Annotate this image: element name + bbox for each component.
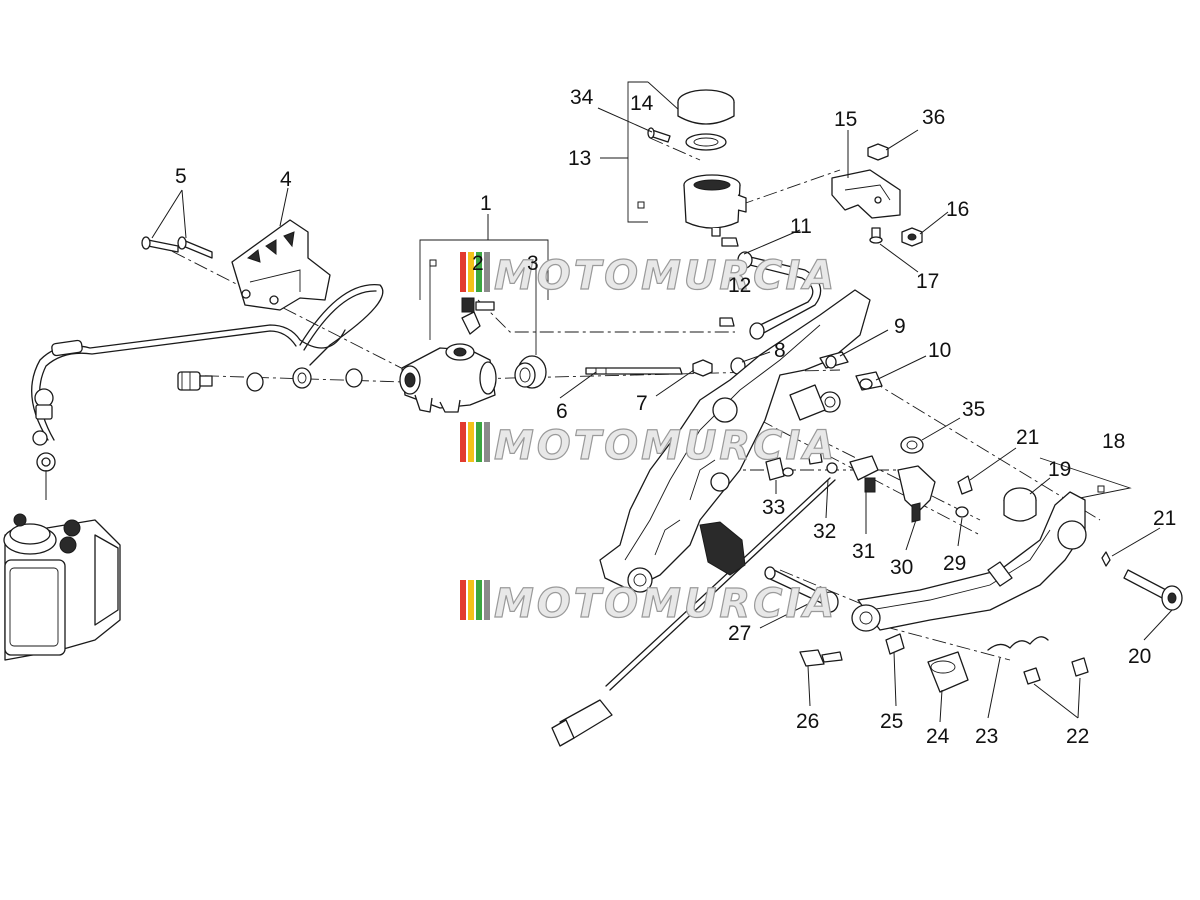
callout-35: 35 <box>962 398 985 421</box>
callout-26: 26 <box>796 710 819 733</box>
callout-20: 20 <box>1128 645 1151 668</box>
reservoir-assembly <box>647 89 747 237</box>
callout-24: 24 <box>926 725 950 748</box>
callout-18: 18 <box>1102 430 1125 453</box>
watermark-stripe-red <box>460 252 466 292</box>
watermark-stripe-red <box>460 422 466 462</box>
callout-7: 7 <box>636 392 648 415</box>
watermark-stripe-green <box>476 580 482 620</box>
small-hardware <box>765 351 924 493</box>
callout-13: 13 <box>568 147 591 170</box>
callout-9: 9 <box>894 315 906 338</box>
watermark-stripe-yellow <box>468 580 474 620</box>
reservoir-bracket <box>831 143 923 247</box>
footrest-hanger <box>599 289 871 593</box>
callout-23: 23 <box>975 725 998 748</box>
watermark-stripe-green <box>476 422 482 462</box>
screws-5 <box>141 236 213 259</box>
callout-2: 2 <box>472 252 484 275</box>
callout-6: 6 <box>556 400 568 423</box>
callout-21a: 21 <box>1016 426 1039 449</box>
callout-22: 22 <box>1066 725 1089 748</box>
callout-14: 14 <box>630 92 654 115</box>
callout-8: 8 <box>774 339 786 362</box>
callout-33: 33 <box>762 496 785 519</box>
brake-pedal <box>851 487 1087 632</box>
callout-12: 12 <box>728 274 751 297</box>
callout-16: 16 <box>946 198 969 221</box>
callout-labels: 1 2 3 4 5 6 7 8 9 10 11 12 13 14 15 16 1… <box>175 86 1176 748</box>
rubber-boot <box>699 521 839 613</box>
watermark-stripe-red <box>460 580 466 620</box>
group-brackets <box>419 81 1132 501</box>
callout-27: 27 <box>728 622 751 645</box>
watermark-bottom: MOTOMURCIA <box>460 580 837 628</box>
watermark-stripe-grey <box>484 580 490 620</box>
watermark-middle: MOTOMURCIA <box>460 422 837 470</box>
callout-31: 31 <box>852 540 875 563</box>
callout-15: 15 <box>834 108 857 131</box>
watermark-text: MOTOMURCIA <box>494 423 837 469</box>
callout-5: 5 <box>175 165 187 188</box>
master-cylinder <box>399 297 497 413</box>
callout-30: 30 <box>890 556 913 579</box>
abs-modulator <box>3 513 121 661</box>
callout-19: 19 <box>1048 458 1071 481</box>
callout-29: 29 <box>943 552 966 575</box>
switch-bracket <box>897 465 969 523</box>
heat-guard <box>231 219 331 311</box>
callout-34: 34 <box>570 86 594 109</box>
watermark-text: MOTOMURCIA <box>494 581 837 627</box>
callout-32: 32 <box>813 520 836 543</box>
watermark-text: MOTOMURCIA <box>494 253 837 299</box>
switch-cable <box>551 477 836 747</box>
callout-1: 1 <box>480 192 492 215</box>
brake-pipe <box>31 284 384 500</box>
callout-21b: 21 <box>1153 507 1176 530</box>
callout-10: 10 <box>928 339 951 362</box>
pedal-pivot <box>957 475 1183 611</box>
watermark-stripe-yellow <box>468 252 474 292</box>
watermark-stripe-green <box>476 252 482 292</box>
pedal-hardware <box>799 633 1089 693</box>
watermark-stripe-yellow <box>468 422 474 462</box>
assembly-markers <box>429 201 1105 493</box>
callout-3: 3 <box>527 252 539 275</box>
watermark-stripe-grey <box>484 252 490 292</box>
callout-17: 17 <box>916 270 939 293</box>
pushrod-assembly <box>514 355 746 389</box>
reservoir-hose <box>719 237 822 340</box>
leader-lines <box>151 107 1173 723</box>
watermark-top: MOTOMURCIA <box>460 252 837 300</box>
banjo-fittings <box>177 367 363 392</box>
callout-36: 36 <box>922 106 945 129</box>
callout-11: 11 <box>790 215 812 238</box>
watermark-stripe-grey <box>484 422 490 462</box>
callout-25: 25 <box>880 710 903 733</box>
callout-4: 4 <box>280 168 292 191</box>
